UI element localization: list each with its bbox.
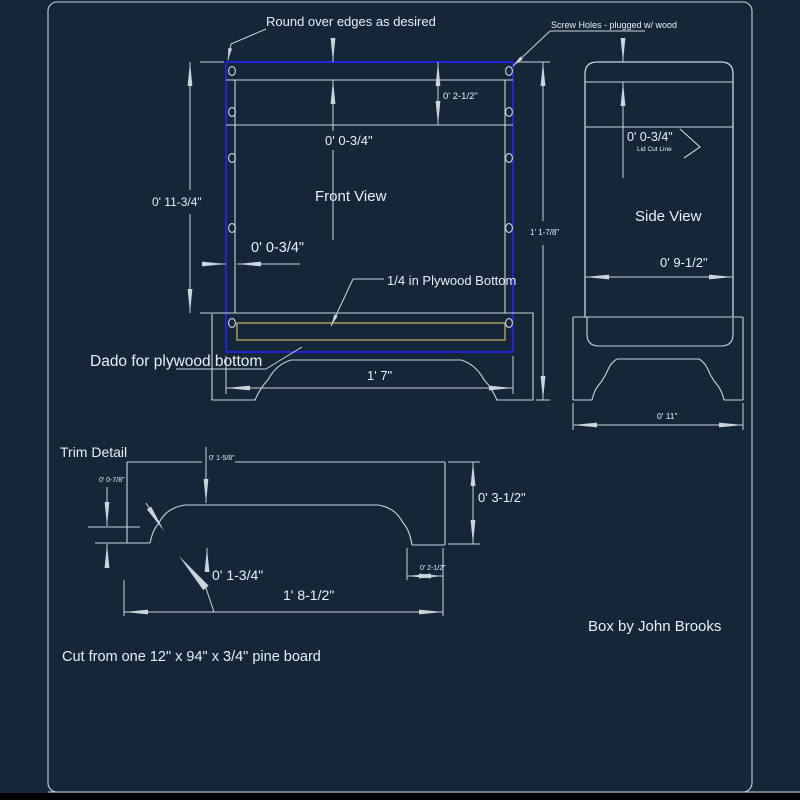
material-note: Cut from one 12" x 94" x 3/4" pine board <box>62 649 321 665</box>
svg-text:1' 8-1/2": 1' 8-1/2" <box>283 587 334 603</box>
front-view: Front View <box>211 61 534 401</box>
credit-note: Box by John Brooks <box>588 618 721 635</box>
dim-side-height: 0' 11-3/4" <box>152 61 224 314</box>
trim-profile <box>126 461 446 546</box>
dim-top-to-shoulder: 0' 1-5/8" <box>203 447 235 503</box>
dim-end-width: 0' 2-1/2" <box>406 548 446 616</box>
dim-top-rail: 0' 0-3/4" <box>325 38 373 240</box>
trim-detail: Trim Detail 0' 1-5/8" <box>60 444 526 616</box>
profile-pointer-arrows <box>145 502 215 613</box>
svg-text:0' 1-3/4": 0' 1-3/4" <box>212 567 263 583</box>
dim-trim-length: 1' 8-1/2" <box>123 580 443 616</box>
front-panel-lines <box>226 79 513 313</box>
svg-text:0' 2-1/2": 0' 2-1/2" <box>443 91 478 102</box>
svg-text:0' 0-3/4": 0' 0-3/4" <box>325 133 373 148</box>
svg-text:0' 11-3/4": 0' 11-3/4" <box>152 195 202 209</box>
svg-text:0' 0-7/8": 0' 0-7/8" <box>99 477 125 484</box>
screw-holes <box>228 66 513 328</box>
dim-foot-height: 0' 0-7/8" <box>88 477 140 568</box>
svg-text:1' 7": 1' 7" <box>367 368 393 383</box>
lid-cut-callout: Lid Cut Line <box>637 128 701 159</box>
svg-text:0' 9-1/2": 0' 9-1/2" <box>660 255 708 270</box>
leader-dado: Dado for plywood bottom <box>90 346 303 370</box>
svg-text:0' 11": 0' 11" <box>657 411 678 421</box>
side-view-label: Side View <box>635 208 702 225</box>
dim-overall-width: 1' 7" <box>225 356 514 394</box>
svg-text:0' 0-3/4": 0' 0-3/4" <box>627 130 673 144</box>
dim-side-top-rail: 0' 0-3/4" <box>620 38 673 178</box>
dado-label: Dado for plywood bottom <box>90 353 262 370</box>
lid-cut-label: Lid Cut Line <box>637 146 672 153</box>
trim-detail-label: Trim Detail <box>60 444 127 460</box>
leader-screw-holes: Screw Holes - plugged w/ wood <box>512 20 677 67</box>
svg-text:0' 3-1/2": 0' 3-1/2" <box>478 490 526 505</box>
dim-foot-width: 0' 1-3/4" <box>204 548 263 583</box>
front-view-label: Front View <box>315 188 387 205</box>
dim-wall-thickness: 0' 0-3/4" <box>202 240 304 267</box>
side-base <box>572 316 744 401</box>
screw-holes-label: Screw Holes - plugged w/ wood <box>551 20 677 30</box>
svg-text:1' 1-7/8": 1' 1-7/8" <box>530 228 559 237</box>
dim-side-base-depth: 0' 11" <box>572 403 744 430</box>
dim-trim-height: 0' 3-1/2" <box>448 461 526 545</box>
plywood-bottom-board <box>236 322 506 341</box>
side-view: Side View Lid Cut Line 0' 0-3/4" 0' 9-1/… <box>572 38 744 430</box>
side-body-outline <box>584 61 734 317</box>
round-over-label: Round over edges as desired <box>266 14 436 29</box>
svg-text:0' 2-1/2": 0' 2-1/2" <box>420 565 446 572</box>
svg-text:0' 0-3/4": 0' 0-3/4" <box>251 240 304 256</box>
plywood-bottom-label: 1/4 in Plywood Bottom <box>387 273 516 288</box>
front-dimensions: 0' 2-1/2" 0' 0-3/4" 0' 11-3/4" <box>152 38 559 401</box>
dim-lid-height: 0' 2-1/2" <box>435 62 478 125</box>
drawing-notes: Cut from one 12" x 94" x 3/4" pine board… <box>62 618 721 665</box>
front-panel-blue-edges <box>225 61 514 353</box>
dim-side-depth: 0' 9-1/2" <box>585 255 733 280</box>
leader-round-over: Round over edges as desired <box>227 14 436 61</box>
front-base-section <box>211 312 534 401</box>
dim-overall-height: 1' 1-7/8" <box>517 61 559 401</box>
front-annotations: Round over edges as desired Screw Holes … <box>90 14 677 370</box>
svg-text:0' 1-5/8": 0' 1-5/8" <box>209 455 235 462</box>
leader-plywood-bottom: 1/4 in Plywood Bottom <box>330 273 516 327</box>
